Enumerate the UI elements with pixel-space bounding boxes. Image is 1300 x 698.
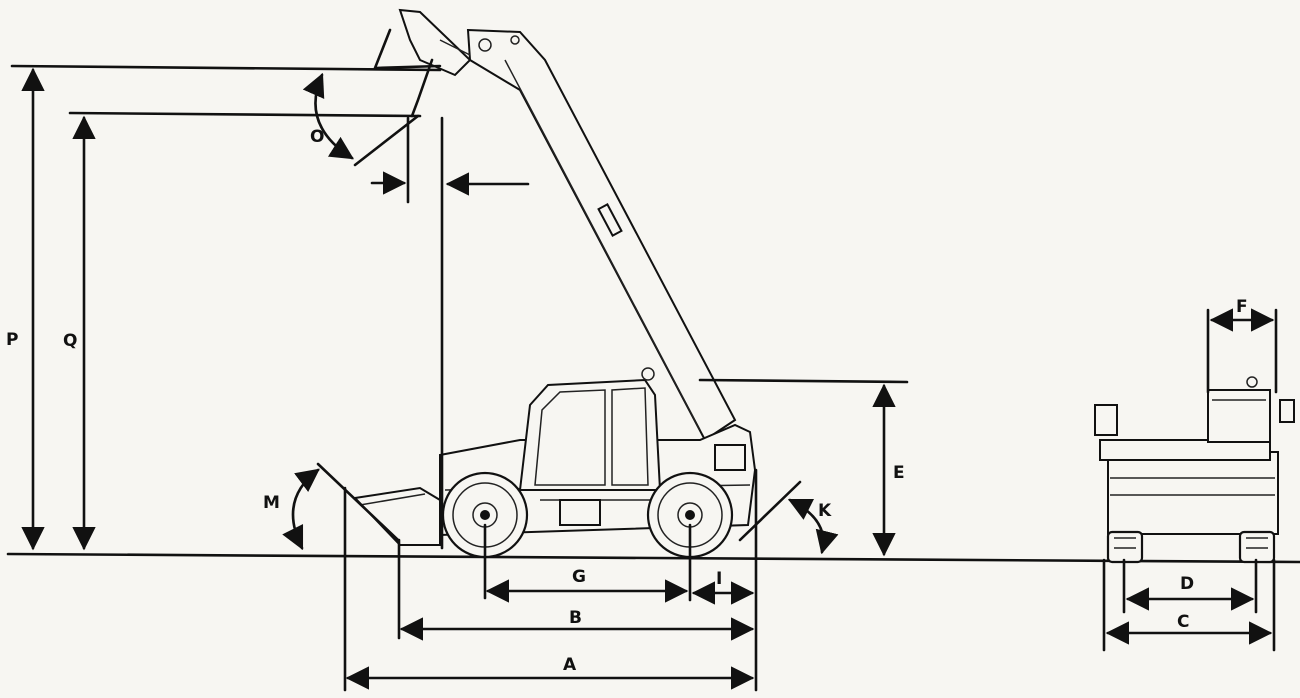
operator-cab (518, 367, 662, 491)
label-a: A (563, 655, 577, 675)
front-view-machine (1094, 376, 1295, 564)
dim-arc-o (302, 72, 354, 160)
label-c: C (1177, 612, 1189, 632)
lowered-bucket (352, 486, 441, 546)
ground-line (6, 552, 1300, 564)
dim-arc-k (787, 498, 839, 555)
dim-arc-m (282, 468, 320, 551)
label-o: O (310, 127, 324, 147)
label-p: P (6, 330, 18, 350)
label-f: F (1236, 297, 1248, 317)
telescopic-boom (466, 28, 737, 442)
side-view-machine (352, 8, 757, 559)
label-d: D (1180, 574, 1194, 594)
front-view-left-tire (1106, 530, 1144, 564)
raised-fork-attachment (373, 8, 472, 118)
label-k: K (818, 501, 832, 521)
label-i: I (716, 569, 722, 589)
label-q: Q (63, 331, 77, 351)
label-g: G (572, 567, 586, 587)
label-b: B (569, 608, 582, 628)
front-view-right-tire (1238, 530, 1276, 564)
label-m: M (263, 493, 280, 513)
label-e: E (893, 463, 905, 483)
